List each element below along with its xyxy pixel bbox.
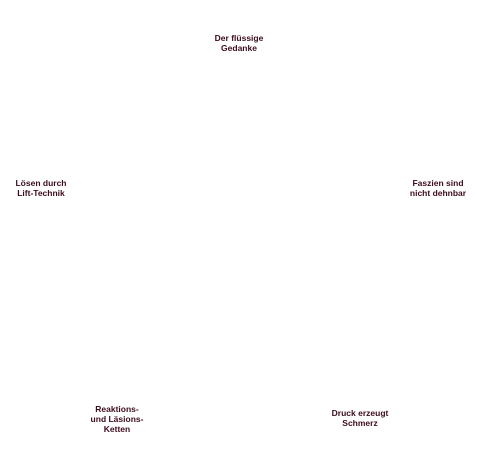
node-label-line: Lösen durch <box>15 178 67 188</box>
node-loesen-durch-lift-technik: Lösen durch Lift-Technik <box>15 178 66 198</box>
node-label-line: Gedanke <box>221 43 257 53</box>
node-label-line: nicht dehnbar <box>409 188 467 198</box>
node-label-line: und Läsions- <box>90 414 144 424</box>
node-label-line: Faszien sind <box>412 178 464 188</box>
node-druck-erzeugt-schmerz: Druck erzeugt Schmerz <box>332 408 389 428</box>
node-label-line: Lift-Technik <box>17 188 65 198</box>
node-der-fluessige-gedanke: Der flüssige Gedanke <box>215 33 264 53</box>
node-label-line: Der flüssige <box>214 33 264 43</box>
node-reaktions-und-laesions-ketten: Reaktions- und Läsions- Ketten <box>91 404 144 434</box>
node-label-line: Druck erzeugt <box>331 408 389 418</box>
node-label-line: Reaktions- <box>95 404 139 414</box>
node-label-line: Ketten <box>103 424 131 434</box>
node-faszien-sind-nicht-dehnbar: Faszien sind nicht dehnbar <box>410 178 466 198</box>
node-label-line: Schmerz <box>342 418 378 428</box>
